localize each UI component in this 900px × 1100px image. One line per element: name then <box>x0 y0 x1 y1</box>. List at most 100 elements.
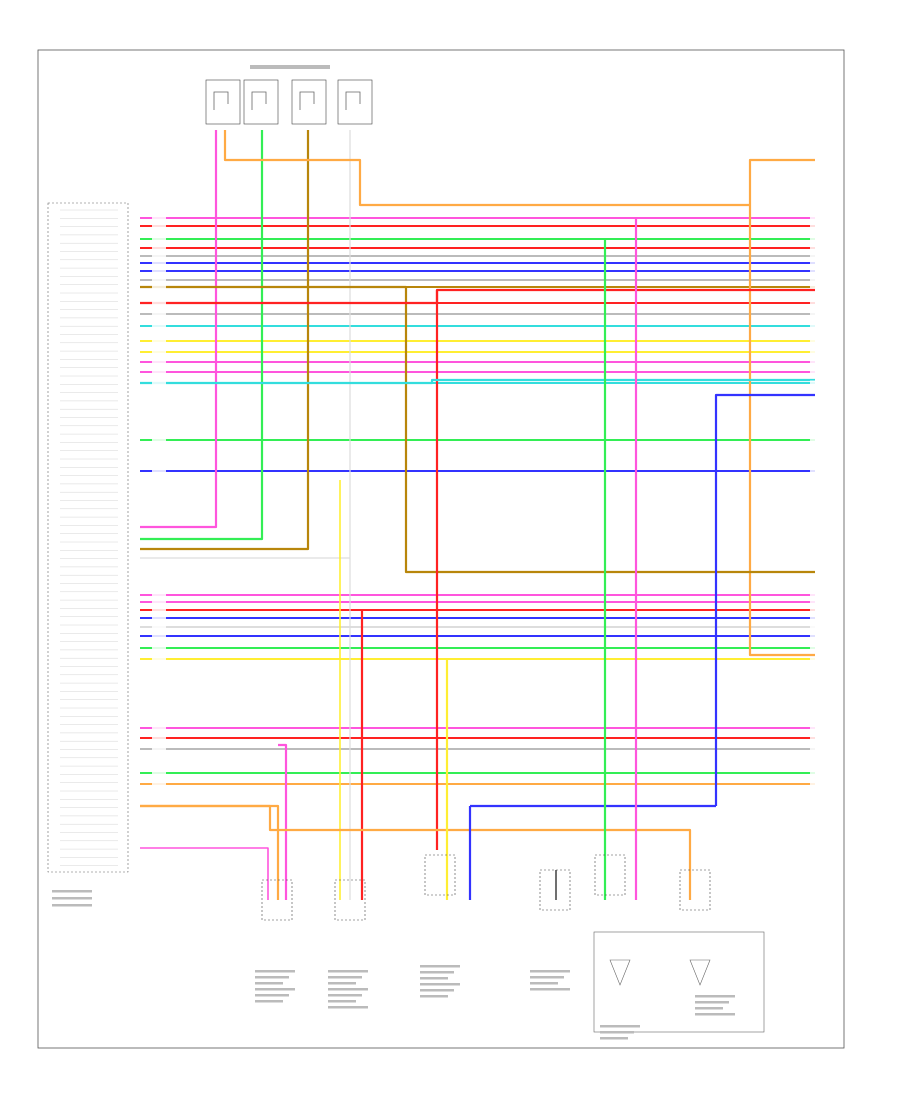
ecm-wire-20-tag <box>152 592 166 597</box>
end-wire-24-tag <box>810 624 824 629</box>
ecm-wire-14-tag <box>152 349 166 354</box>
ecm-wire-29-tag <box>152 735 166 740</box>
throttle-actuator-connector <box>594 854 626 896</box>
throttle-orange-wire <box>140 804 692 900</box>
power-branch-wire <box>748 205 815 657</box>
diagram-frame <box>37 49 845 1049</box>
ground-connector <box>539 869 571 911</box>
coil-power-wire <box>223 130 750 207</box>
coil3-feed-wire <box>140 130 310 551</box>
end-wire-28-tag <box>810 725 824 730</box>
throttle-motor-symbols <box>609 959 711 986</box>
end-wire-16-tag <box>810 369 824 374</box>
ecm-wire-23-tag <box>152 615 166 620</box>
end-wire-15-tag <box>810 359 824 364</box>
end-wire-10-tag <box>810 300 824 305</box>
component-label-block-3 <box>420 965 460 968</box>
sensor1-pink-drop <box>278 743 288 900</box>
end-wire-4-tag <box>810 245 824 250</box>
end-wire-3-tag <box>810 236 824 241</box>
coil4-feed-wire <box>140 130 351 559</box>
end-wire-25-tag <box>810 633 824 638</box>
ecm-wire-8-tag <box>152 277 166 282</box>
ecm-wire-24-tag <box>152 624 166 629</box>
coil2-feed-wire <box>140 130 264 541</box>
engine-sensor-connector <box>261 879 293 921</box>
ecm-wire-15-tag <box>152 359 166 364</box>
ecm-wire-16-tag <box>152 369 166 374</box>
speed-sensor-connector <box>424 854 456 896</box>
ecm-wire-28-tag <box>152 725 166 730</box>
ignition-coil-symbol <box>213 91 229 110</box>
component-label-block-1 <box>255 1000 283 1003</box>
component-label-block-5 <box>600 1025 640 1028</box>
component-label-block-3 <box>420 971 454 974</box>
ignition-coil-symbol <box>251 91 267 110</box>
ecm-wire-17-tag <box>152 380 166 385</box>
power-supply-wire <box>748 158 815 205</box>
component-label-block-5 <box>600 1037 628 1040</box>
ecm-wire-27-tag <box>152 656 166 661</box>
end-wire-32-tag <box>810 781 824 786</box>
component-label-block-4 <box>530 982 558 985</box>
ecm-wire-31-tag <box>152 770 166 775</box>
component-label-block-5 <box>600 1031 634 1034</box>
transmission-sensor-connector <box>334 879 366 921</box>
red-jog-wire <box>140 288 815 305</box>
wire-layer <box>140 130 815 900</box>
end-wire-1-tag <box>810 215 824 220</box>
component-label-block-2 <box>328 982 356 985</box>
ecm-wire-9-tag <box>152 284 166 289</box>
end-wire-22-tag <box>810 607 824 612</box>
ecm-wire-6-tag <box>152 260 166 265</box>
end-wire-17-tag <box>810 380 824 385</box>
end-wire-18-tag <box>810 437 824 442</box>
throttle-blue-feed <box>714 393 815 806</box>
connector-layer <box>47 79 765 1033</box>
ecm-wire-21-tag <box>152 599 166 604</box>
ignition-coil-connector-3 <box>291 79 327 125</box>
lt-blue-jog-wire <box>140 378 815 385</box>
throttle-body-outline <box>593 931 765 1033</box>
end-wire-13-tag <box>810 338 824 343</box>
ecm-label-block <box>52 897 92 900</box>
label-layer <box>52 65 824 1040</box>
component-label-block-6 <box>695 1001 729 1004</box>
end-wire-29-tag <box>810 735 824 740</box>
throttle-sensor-connector <box>679 869 711 911</box>
component-label-block-1 <box>255 970 295 973</box>
ignition-coil-symbol <box>345 91 361 110</box>
component-label-block-4 <box>530 970 570 973</box>
end-wire-8-tag <box>810 277 824 282</box>
ecm-wire-22-tag <box>152 607 166 612</box>
end-wire-14-tag <box>810 349 824 354</box>
ecm-wire-5-tag <box>152 253 166 258</box>
end-wire-12-tag <box>810 323 824 328</box>
ecm-wire-4-tag <box>152 245 166 250</box>
ignition-coil-symbol <box>299 91 315 110</box>
component-label-block-1 <box>255 982 283 985</box>
end-wire-5-tag <box>810 253 824 258</box>
end-wire-6-tag <box>810 260 824 265</box>
component-label-block-3 <box>420 977 448 980</box>
end-wire-23-tag <box>810 615 824 620</box>
ecm-wire-2-tag <box>152 223 166 228</box>
component-label-block-4 <box>530 988 570 991</box>
sensor1-orange-drop <box>140 804 280 900</box>
sensor1-signal-wire <box>140 847 269 900</box>
component-label-block-1 <box>255 976 289 979</box>
component-label-block-6 <box>695 1007 723 1010</box>
ecm-wire-3-tag <box>152 236 166 241</box>
component-label-block-6 <box>695 1013 735 1016</box>
brown-jog-wire <box>140 285 815 574</box>
ecm-label-block <box>52 890 92 893</box>
ecm-wire-26-tag <box>152 645 166 650</box>
end-wire-19-tag <box>810 468 824 473</box>
ignition-coil-connector-4 <box>337 79 373 125</box>
component-label-block-2 <box>328 976 362 979</box>
ignition-coil-connector-2 <box>243 79 279 125</box>
ecm-wire-1-tag <box>152 215 166 220</box>
component-label-block-3 <box>420 983 460 986</box>
end-wire-31-tag <box>810 770 824 775</box>
